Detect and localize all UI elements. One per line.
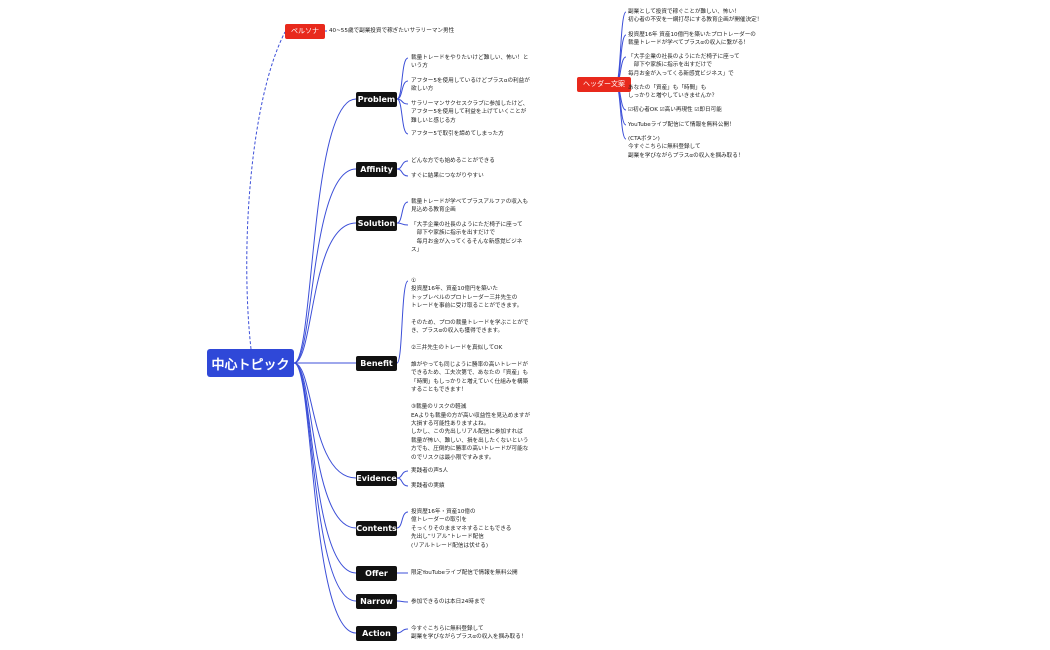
leaf-connector-1-1 — [396, 168, 409, 177]
leaf-connector-2-1 — [396, 222, 409, 226]
branch-connector-8 — [293, 362, 357, 634]
branch-connector-4 — [293, 362, 357, 479]
branch-connector-6 — [293, 362, 357, 574]
leaf-affinity-1: どんな方でも始めることができる — [411, 158, 495, 164]
leaf-problem-2: アフター5を使用しているけどプラスαの利益が 欲しい方 — [411, 78, 530, 93]
branch-connector-1 — [293, 168, 357, 364]
leaf-offer-1: 限定YouTubeライブ配信で情報を無料公開 — [411, 570, 518, 576]
header-para-1: 副業として投資で稼ぐことが難しい、怖い！ 初心者の不安を一網打尽にする教育企画が… — [628, 9, 763, 24]
leaf-connector-4-1 — [396, 477, 409, 487]
branch-connector-0 — [293, 98, 357, 364]
leaf-evidence-2: 実践者の実績 — [411, 483, 445, 489]
branch-evidence[interactable]: Evidence — [356, 471, 397, 486]
leaf-affinity-2: すぐに結果につながりやすい — [411, 173, 484, 179]
leaf-contents-1: 投資歴16年・資産10億の 億トレーダーの取引を そっくりそのままマネすることも… — [411, 509, 512, 549]
leaf-benefit-1: ① 投資歴16年、資産10億円を築いた トップレベルのプロトレーダー三井先生の … — [411, 278, 531, 461]
header-para-5: ☑初心者OK ☑高い再現性 ☑即日可能 — [628, 107, 722, 113]
persona-text: 40~55歳で副業投資で稼ぎたいサラリーマン男性 — [329, 28, 455, 34]
leaf-connector-7-0 — [396, 600, 409, 603]
branch-problem[interactable]: Problem — [356, 92, 397, 107]
leaf-connector-5-0 — [396, 511, 409, 529]
leaf-connector-8-0 — [396, 628, 409, 634]
persona-tag[interactable]: ペルソナ — [285, 24, 325, 39]
branch-connector-5 — [293, 362, 357, 529]
branch-narrow[interactable]: Narrow — [356, 594, 397, 609]
leaf-connector-2-0 — [396, 201, 409, 224]
leaf-problem-4: アフター5で取引を諦めてしまった方 — [411, 131, 504, 137]
leaf-connector-0-0 — [396, 57, 409, 100]
branch-connector-2 — [293, 222, 357, 364]
persona-connector — [246, 31, 286, 350]
leaf-connector-0-3 — [396, 98, 409, 135]
branch-connector-7 — [293, 362, 357, 602]
branch-action[interactable]: Action — [356, 626, 397, 641]
header-para-6: YouTubeライブ配信にて情報を無料公開！ — [628, 122, 735, 128]
branch-benefit[interactable]: Benefit — [356, 356, 397, 371]
leaf-evidence-1: 実践者の声5人 — [411, 468, 449, 474]
branch-affinity[interactable]: Affinity — [356, 162, 397, 177]
leaf-problem-3: サラリーマンサクセスクラブに参加したけど、 アフター5を使用して利益を上げていく… — [411, 101, 529, 124]
leaf-narrow-1: 参加できるのは本日24時まで — [411, 599, 486, 605]
leaf-connector-4-0 — [396, 470, 409, 479]
branch-offer[interactable]: Offer — [356, 566, 397, 581]
header-connector-0 — [615, 11, 627, 85]
header-para-4: あなたの「資産」も「時間」も しっかりと増やしていきませんか？ — [628, 85, 718, 100]
branch-solution[interactable]: Solution — [356, 216, 397, 231]
header-connector-6 — [615, 83, 627, 140]
central-topic[interactable]: 中心トピック — [207, 349, 294, 377]
header-para-2: 投資歴16年 資産10億円を築いたプロトレーダーの 裁量トレードが学べてプラスα… — [628, 32, 756, 47]
leaf-connector-1-0 — [396, 160, 409, 170]
header-para-7: (CTAボタン) 今すぐこちらに無料登録して 副業を学びながらプラスαの収入を掴… — [628, 136, 744, 159]
leaf-action-1: 今すぐこちらに無料登録して 副業を学びながらプラスαの収入を掴み取る！ — [411, 626, 527, 641]
header-copy-tag[interactable]: ヘッダー文案 — [577, 77, 631, 92]
header-para-3: 「大手企業の社長のようにただ椅子に座って 部下や家族に指示を出すだけで 毎月お金… — [628, 54, 740, 77]
branch-contents[interactable]: Contents — [356, 521, 397, 536]
leaf-connector-3-0 — [396, 280, 409, 364]
leaf-solution-1: 裁量トレードが学べてプラスアルファの収入も 見込める教育企画 — [411, 199, 529, 214]
leaf-problem-1: 裁量トレードをやりたいけど難しい、怖い！と いう方 — [411, 55, 529, 70]
leaf-connector-0-1 — [396, 80, 409, 100]
leaf-solution-2: 「大手企業の社長のようにただ椅子に座って 部下や家族に指示を出すだけで 毎月お金… — [411, 222, 523, 254]
